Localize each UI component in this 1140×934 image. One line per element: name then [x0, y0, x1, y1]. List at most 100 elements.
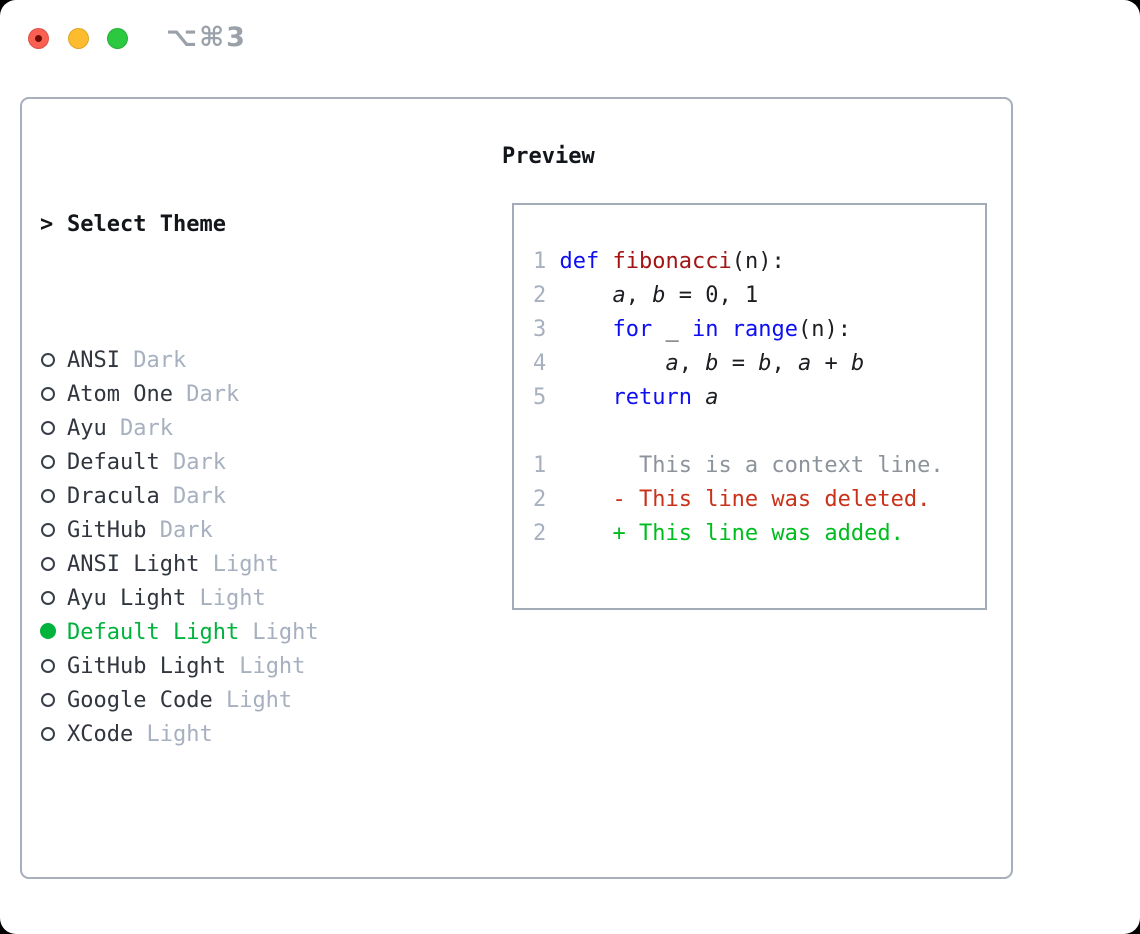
code-line: 5 return a	[533, 381, 944, 415]
radio-icon[interactable]	[41, 523, 55, 537]
token-kw: range	[731, 317, 798, 342]
unsaved-indicator-icon	[35, 35, 42, 42]
radio-icon[interactable]	[41, 455, 55, 469]
token-plain: =	[718, 351, 759, 376]
theme-variant: Dark	[106, 416, 173, 441]
radio-icon[interactable]	[41, 727, 55, 741]
theme-name: Default Light	[67, 620, 240, 645]
code-line: 1 def fibonacci(n):	[533, 245, 944, 279]
line-number: 3	[533, 317, 547, 342]
token-plain: _	[652, 317, 692, 342]
radio-cell	[40, 582, 67, 616]
token-plain	[560, 317, 613, 342]
token-kw: def	[559, 249, 600, 274]
theme-name: Atom One	[67, 382, 173, 407]
select-theme-title: Select Theme	[67, 212, 226, 237]
radio-cell	[40, 684, 67, 718]
minimize-button[interactable]	[68, 28, 89, 49]
theme-option-ansi[interactable]: ANSI Dark	[40, 344, 411, 378]
code-line: 2 + This line was added.	[533, 517, 944, 551]
token-kw: for	[612, 317, 653, 342]
radio-icon[interactable]	[41, 489, 55, 503]
code-line: 1 This is a context line.	[533, 449, 944, 483]
theme-name: XCode	[67, 722, 134, 747]
token-kw: return	[612, 385, 692, 410]
theme-variant: Light	[186, 586, 266, 611]
token-add: + This line was added.	[559, 521, 904, 546]
theme-option-github[interactable]: GitHub Dark	[40, 514, 411, 548]
cursor-prefix: >	[40, 212, 54, 237]
token-plain	[560, 385, 613, 410]
gutter-space	[546, 351, 559, 376]
theme-name: Ayu Light	[67, 586, 187, 611]
line-number: 4	[533, 351, 547, 376]
radio-icon[interactable]	[41, 353, 55, 367]
radio-icon[interactable]	[41, 693, 55, 707]
radio-cell	[40, 616, 67, 650]
gutter-space	[546, 317, 559, 342]
token-var: a	[665, 351, 679, 376]
theme-option-default[interactable]: Default Dark	[40, 446, 411, 480]
theme-name: ANSI Light	[67, 552, 200, 577]
theme-option-github-light[interactable]: GitHub Light Light	[40, 650, 411, 684]
token-plain: (n):	[731, 249, 785, 274]
theme-name: GitHub	[67, 518, 147, 543]
radio-icon[interactable]	[41, 421, 55, 435]
theme-name: Ayu	[67, 416, 107, 441]
theme-option-ayu-light[interactable]: Ayu Light Light	[40, 582, 411, 616]
close-button[interactable]	[28, 28, 49, 49]
gutter-space	[546, 385, 559, 410]
theme-variant: Dark	[159, 450, 226, 475]
select-theme-heading: > Select Theme	[40, 208, 411, 242]
radio-icon[interactable]	[41, 659, 55, 673]
code-line: 4 a, b = b, a + b	[533, 347, 944, 381]
radio-icon[interactable]	[41, 591, 55, 605]
theme-option-atom-one[interactable]: Atom One Dark	[40, 378, 411, 412]
code-line: 3 for _ in range(n):	[533, 313, 944, 347]
theme-variant: Light	[212, 688, 293, 713]
radio-cell	[40, 378, 67, 412]
radio-icon[interactable]	[41, 387, 55, 401]
code-line: 2 a, b = 0, 1	[533, 279, 944, 313]
token-plain: ,	[771, 351, 798, 376]
theme-variant: Dark	[119, 348, 187, 373]
token-var: b	[758, 351, 772, 376]
token-plain	[692, 385, 705, 410]
gutter-space	[546, 521, 559, 546]
token-plain: +	[811, 351, 851, 376]
token-var: a	[705, 385, 719, 410]
radio-cell	[40, 446, 67, 480]
theme-option-dracula[interactable]: Dracula Dark	[40, 480, 411, 514]
titlebar: ⌥⌘3	[0, 0, 1140, 76]
token-var: b	[652, 283, 666, 308]
theme-variant: Dark	[159, 484, 226, 509]
token-var: b	[705, 351, 719, 376]
line-number: 2	[533, 521, 547, 546]
zoom-button[interactable]	[107, 28, 128, 49]
theme-option-ayu[interactable]: Ayu Dark	[40, 412, 411, 446]
radio-cell	[40, 412, 67, 446]
line-number: 2	[533, 487, 547, 512]
radio-icon[interactable]	[41, 557, 55, 571]
theme-name: GitHub Light	[67, 654, 226, 679]
radio-cell	[40, 480, 67, 514]
theme-variant: Dark	[172, 382, 240, 407]
line-number: 1	[533, 453, 547, 478]
radio-cell	[40, 514, 67, 548]
radio-selected-icon[interactable]	[40, 623, 56, 639]
radio-cell	[40, 718, 67, 752]
theme-option-xcode[interactable]: XCode Light	[40, 718, 411, 752]
token-var: b	[850, 351, 865, 376]
theme-option-google-code[interactable]: Google Code Light	[40, 684, 411, 718]
theme-option-ansi-light[interactable]: ANSI Light Light	[40, 548, 411, 582]
theme-option-default-light[interactable]: Default Light Light	[40, 616, 411, 650]
theme-name: Google Code	[67, 688, 213, 713]
token-plain: = 0, 1	[665, 283, 759, 308]
token-del: - This line was deleted.	[559, 487, 931, 512]
